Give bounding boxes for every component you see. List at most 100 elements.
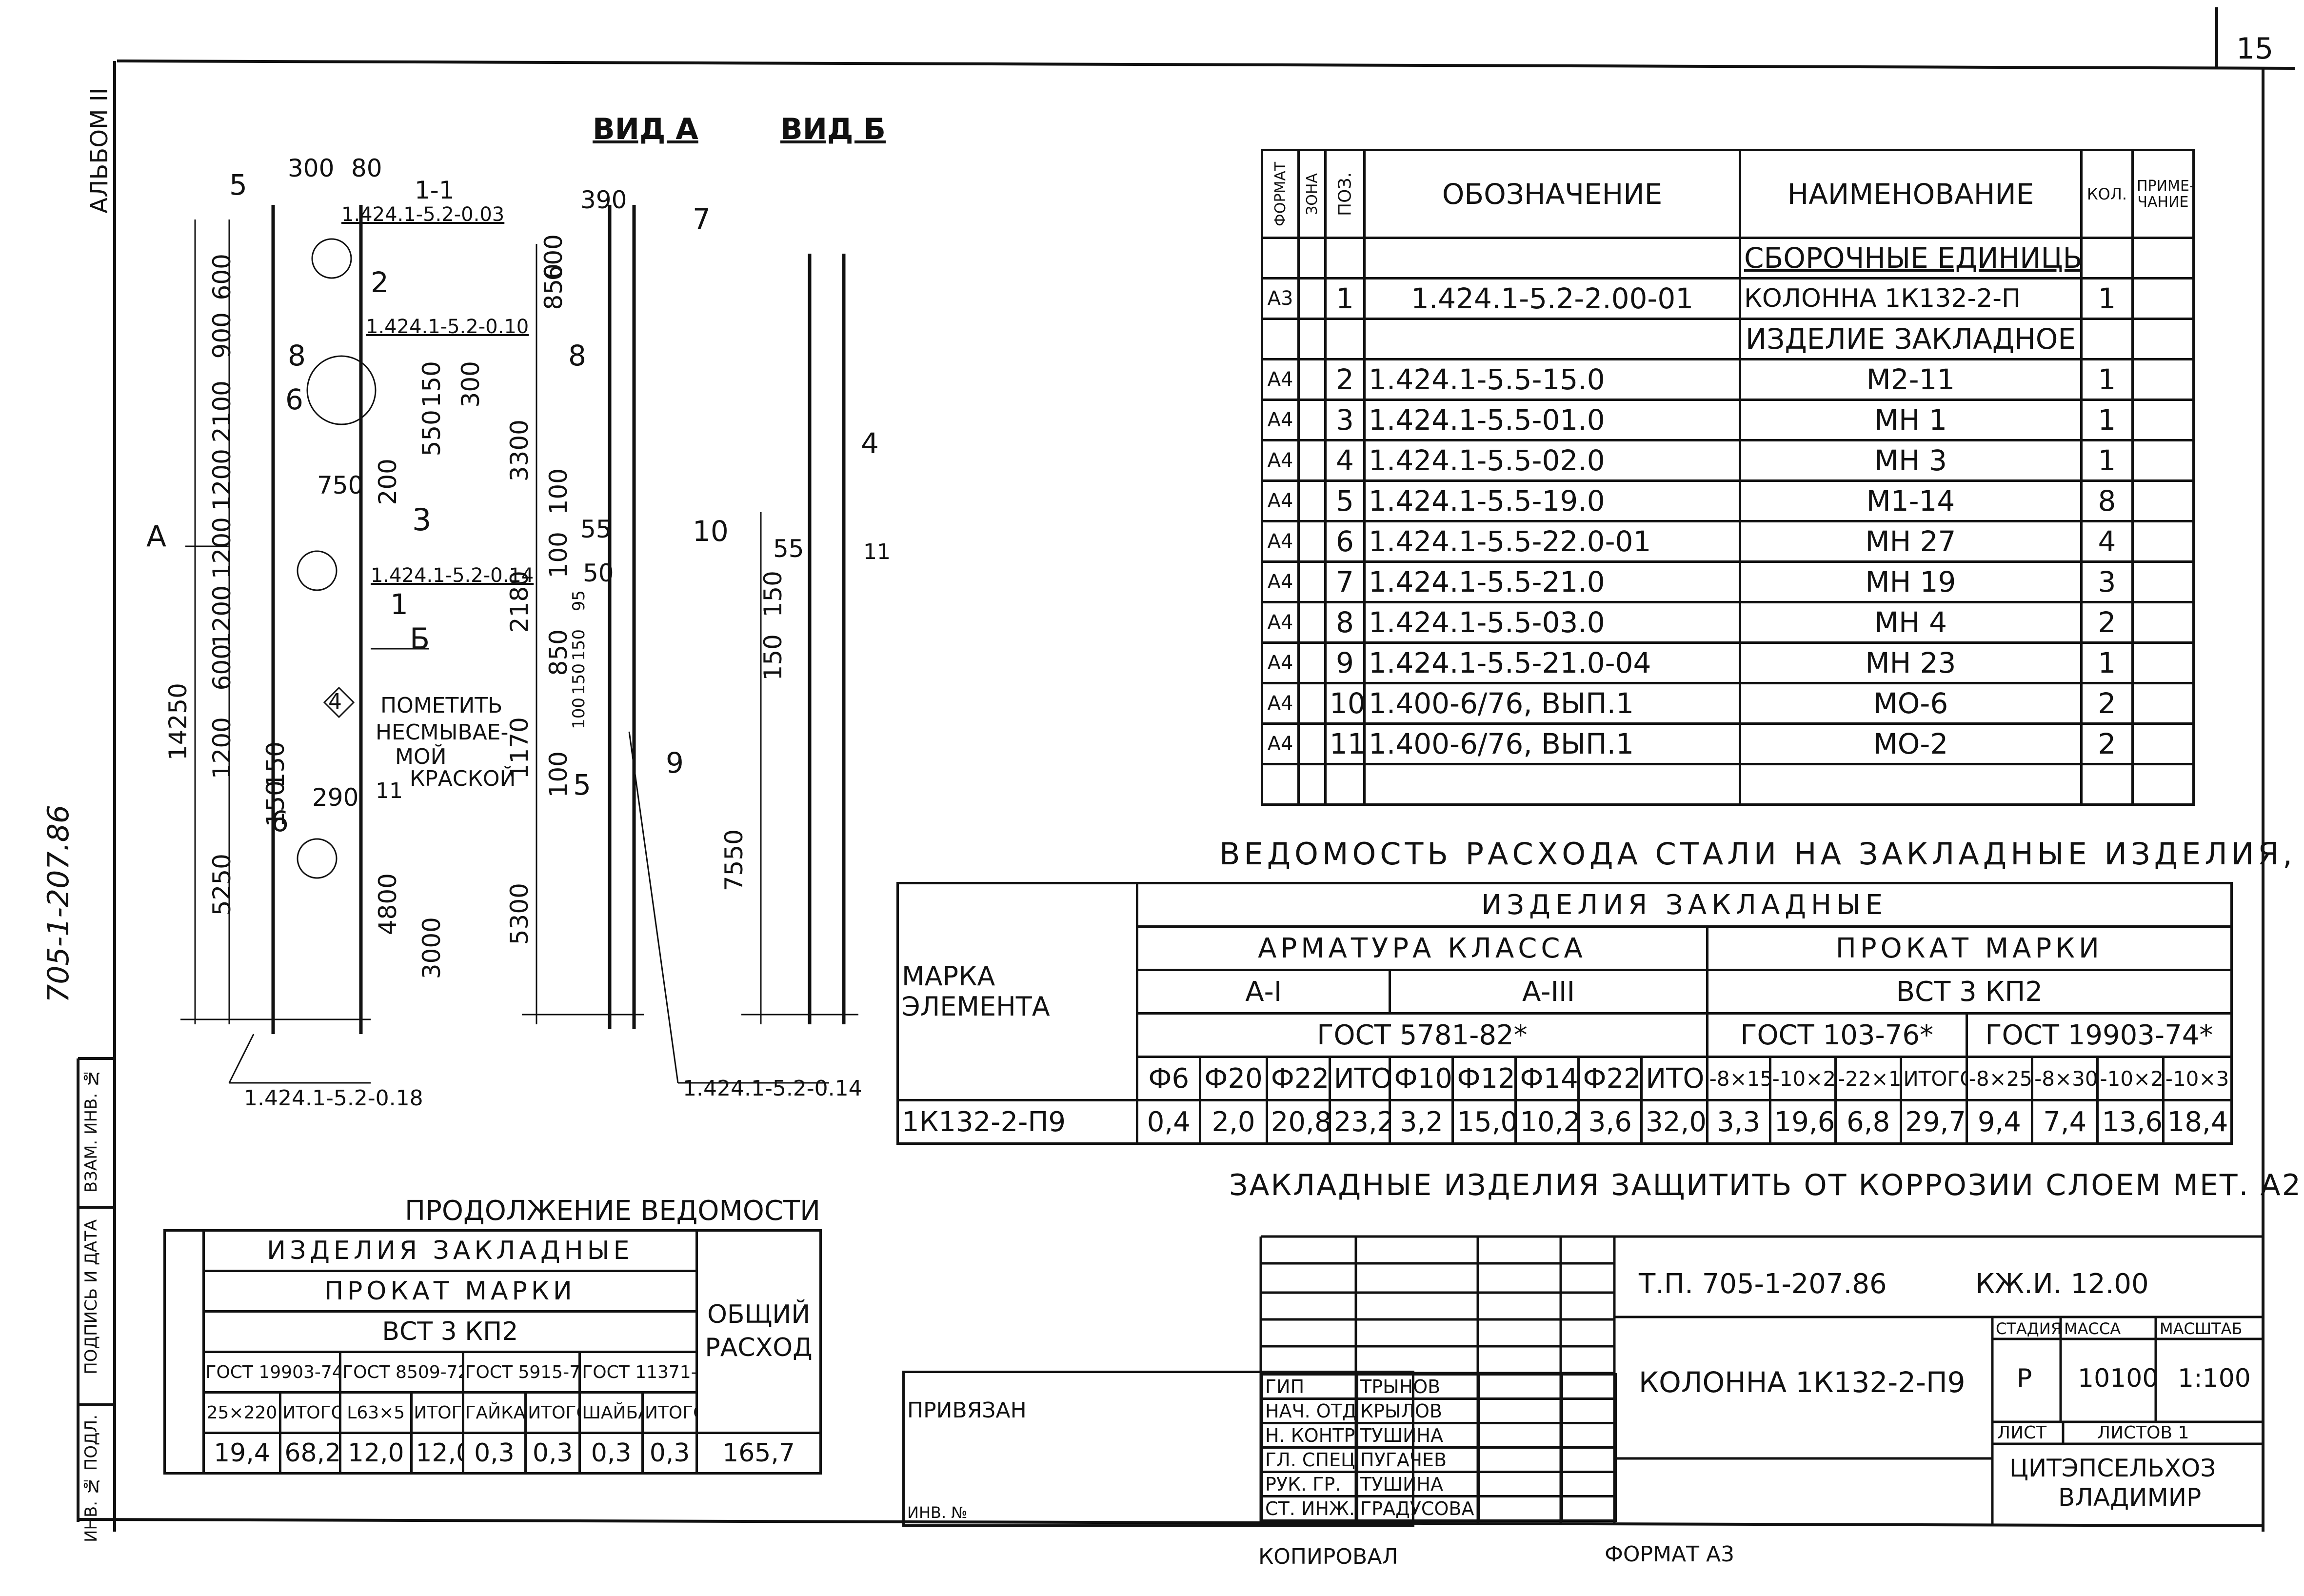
note-mark: НЕСМЫВАЕ- bbox=[376, 720, 509, 745]
cell-qty: 2 bbox=[2080, 682, 2134, 725]
col-header: -10×290 bbox=[2096, 1056, 2165, 1101]
gost1-label: ГОСТ 5781-82* bbox=[1136, 1012, 1708, 1058]
col-header: ИТОГО bbox=[1900, 1056, 1968, 1101]
cell-zone bbox=[1297, 520, 1327, 563]
sheets-label: ЛИСТОВ 1 bbox=[2097, 1423, 2189, 1443]
cell-format: А4 bbox=[1261, 560, 1300, 603]
col-header: Ф6 bbox=[1136, 1056, 1202, 1101]
sheet-title: КОЛОННА 1К132-2-П9 bbox=[1639, 1366, 1966, 1399]
mass-label: МАССА bbox=[2064, 1319, 2121, 1338]
stage-label: СТАДИЯ bbox=[1996, 1319, 2062, 1338]
callout: 8 bbox=[568, 339, 586, 372]
role-cell: ГЛ. СПЕЦ. bbox=[1261, 1446, 1358, 1473]
stage-value: Р bbox=[2017, 1364, 2032, 1393]
callout: 7 bbox=[693, 202, 711, 236]
value-cell: 12,0 bbox=[410, 1432, 464, 1475]
cell-pos: 2 bbox=[1324, 358, 1366, 401]
signature-cell bbox=[1478, 1422, 1563, 1449]
spec-table: ФОРМАТ ЗОНА ПОЗ. ОБОЗНАЧЕНИЕ НАИМЕНОВАНИ… bbox=[1261, 149, 2195, 806]
arm-label: АРМАТУРА КЛАССА bbox=[1136, 925, 1708, 971]
cell-zone bbox=[1297, 601, 1327, 644]
cell-qty: 1 bbox=[2080, 399, 2134, 441]
cell-note bbox=[2131, 479, 2195, 522]
section-label: 1-1 bbox=[415, 176, 455, 204]
format-label: ФОРМАТ А3 bbox=[1605, 1542, 1735, 1567]
arrow-b-label: Б bbox=[410, 622, 430, 656]
cell-zone bbox=[1297, 722, 1327, 765]
cell-zone bbox=[1297, 682, 1327, 725]
mass-value: 10100 bbox=[2078, 1364, 2159, 1393]
cell-note bbox=[2131, 682, 2195, 725]
callout: 10 bbox=[693, 515, 729, 548]
scale-label: МАСШТАБ bbox=[2160, 1319, 2243, 1338]
cell-zone bbox=[1297, 399, 1327, 441]
view-b-label: ВИД Б bbox=[780, 112, 886, 146]
cell-format: А4 bbox=[1261, 722, 1300, 765]
note-mark: КРАСКОЙ bbox=[410, 766, 516, 791]
signature-cell bbox=[1478, 1373, 1563, 1400]
col-header: ИТОГО bbox=[279, 1391, 342, 1434]
callout: 11 bbox=[863, 539, 891, 564]
col-header: -10×200 bbox=[1768, 1056, 1837, 1101]
col-header: Ф22 bbox=[1265, 1056, 1331, 1101]
role-cell: Н. КОНТР. bbox=[1261, 1422, 1358, 1449]
cell-name: КОЛОННА 1К132-2-П bbox=[1739, 277, 2083, 320]
signature-cell bbox=[1478, 1446, 1563, 1473]
header-qty: КОЛ. bbox=[2080, 149, 2134, 239]
cell-pos: 11 bbox=[1324, 722, 1366, 765]
value-cell: 9,4 bbox=[1965, 1099, 2034, 1145]
inv-label: ИНВ. № bbox=[907, 1503, 968, 1522]
header-designation: ОБОЗНАЧЕНИЕ bbox=[1363, 149, 1741, 239]
gost-cell: ГОСТ 19903-74* bbox=[202, 1351, 342, 1394]
value-cell: 0,3 bbox=[641, 1432, 698, 1475]
cell-pos: 7 bbox=[1324, 560, 1366, 603]
page-number: 15 bbox=[2236, 32, 2274, 66]
ref-label: 1.424.1-5.2-0.03 bbox=[341, 203, 505, 226]
cell-format: А4 bbox=[1261, 601, 1300, 644]
value-cell: 10,2 bbox=[1514, 1099, 1580, 1145]
col-header: Ф20 bbox=[1199, 1056, 1268, 1101]
dim-label: 55 bbox=[773, 535, 804, 563]
value-cell: 32,0 bbox=[1640, 1099, 1708, 1145]
name-cell: ТУШИНА bbox=[1356, 1471, 1480, 1497]
grade-label: ВСТ 3 КП2 bbox=[1706, 969, 2233, 1015]
group-label: ИЗДЕЛИЯ ЗАКЛАДНЫЕ bbox=[1136, 882, 2233, 928]
value-cell: 68,2 bbox=[279, 1432, 342, 1475]
col-header: Ф12 bbox=[1451, 1056, 1517, 1101]
cell-zone bbox=[1297, 439, 1327, 482]
stamp-row: Н. КОНТР.ТУШИНА bbox=[1261, 1422, 1617, 1449]
role-cell: ГИП bbox=[1261, 1373, 1358, 1400]
header-name: НАИМЕНОВАНИЕ bbox=[1739, 149, 2083, 239]
cell-note bbox=[2131, 358, 2195, 401]
signature-cell bbox=[1478, 1397, 1563, 1424]
col-header: ГАЙКА М20 bbox=[461, 1391, 527, 1434]
col-header: -10×300 bbox=[2162, 1056, 2233, 1101]
value-cell: 13,6 bbox=[2096, 1099, 2165, 1145]
date-cell bbox=[1561, 1446, 1617, 1473]
col-header: ШАЙБА 20.01.019 bbox=[578, 1391, 644, 1434]
org-city: ВЛАДИМИР bbox=[2058, 1483, 2202, 1512]
cell-designation: 1.424.1-5.5-19.0 bbox=[1363, 479, 1741, 522]
view-a-label: ВИД А bbox=[593, 112, 698, 146]
cell-pos: 4 bbox=[1324, 439, 1366, 482]
cell-zone bbox=[1297, 641, 1327, 684]
cell-format: А4 bbox=[1261, 358, 1300, 401]
name-cell: ТУШИНА bbox=[1356, 1422, 1480, 1449]
value-cell: 0,4 bbox=[1136, 1099, 1202, 1145]
callout: 8 bbox=[288, 339, 306, 372]
callout: 4 bbox=[328, 689, 342, 714]
ref-label: 1.424.1-5.2-0.14 bbox=[371, 564, 534, 587]
value-cell: 12,0 bbox=[339, 1432, 413, 1475]
stamp-row: НАЧ. ОТД.КРЫЛОВ bbox=[1261, 1397, 1617, 1424]
cell-note bbox=[2131, 601, 2195, 644]
cell-designation: 1.424.1-5.5-02.0 bbox=[1363, 439, 1741, 482]
value-cell: 0,3 bbox=[524, 1432, 581, 1475]
value-cell: 2,0 bbox=[1199, 1099, 1268, 1145]
role-cell: РУК. ГР. bbox=[1261, 1471, 1358, 1497]
cell-zone bbox=[1297, 358, 1327, 401]
cont-grade: ВСТ 3 КП2 bbox=[202, 1310, 698, 1353]
